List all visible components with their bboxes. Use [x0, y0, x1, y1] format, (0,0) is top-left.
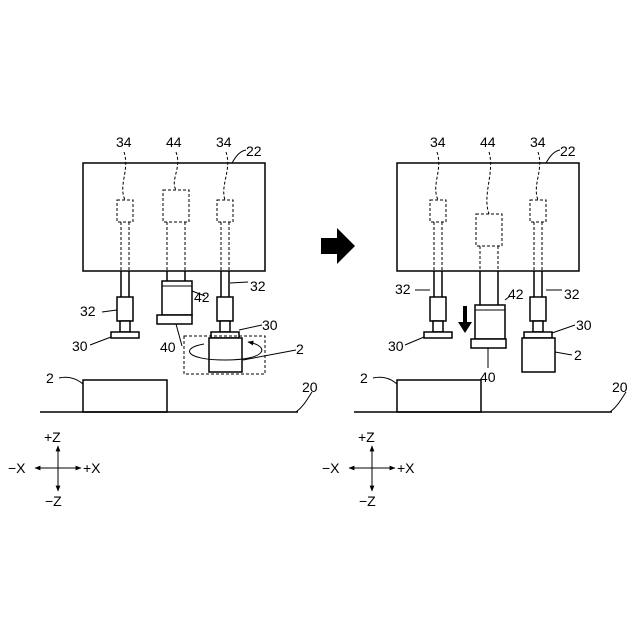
axis-plus-x: +X — [83, 460, 101, 476]
label-30b: 30 — [72, 338, 88, 354]
axis-minus-x: −X — [8, 460, 26, 476]
down-arrow-icon — [458, 306, 472, 333]
housing-box — [83, 163, 265, 271]
axis-minus-z: −Z — [45, 493, 62, 509]
label-42: 42 — [508, 286, 524, 302]
leader-44 — [174, 152, 177, 190]
axis-minus-z: −Z — [359, 493, 376, 509]
holder-30-left — [111, 332, 139, 338]
label-34a: 34 — [116, 134, 132, 150]
motor-34b — [217, 200, 233, 222]
label-20: 20 — [302, 379, 318, 395]
label-32a: 32 — [80, 303, 96, 319]
label-44: 44 — [166, 134, 182, 150]
motor-34b — [530, 200, 546, 222]
head-32-right — [530, 297, 546, 321]
leader-34b — [536, 152, 539, 200]
leader-44 — [487, 152, 491, 214]
plate-40 — [471, 339, 506, 348]
label-30a: 30 — [576, 317, 592, 333]
label-34a: 34 — [430, 134, 446, 150]
axis-plus-x: +X — [397, 460, 415, 476]
label-40: 40 — [160, 339, 176, 355]
axis-plus-z: +Z — [358, 429, 375, 445]
right-arrow-icon — [321, 228, 355, 264]
motor-34a — [430, 200, 446, 222]
label-20: 20 — [612, 379, 628, 395]
motor-44 — [163, 190, 189, 222]
label-30a: 30 — [262, 317, 278, 333]
motor-34a — [117, 200, 133, 222]
label-2a: 2 — [296, 341, 304, 357]
label-34b: 34 — [530, 134, 546, 150]
right-panel: 34 44 34 22 32 42 32 30 30 40 2 2 20 +Z … — [322, 134, 628, 509]
label-2b: 2 — [360, 370, 368, 386]
workpiece-held — [209, 338, 242, 372]
label-44: 44 — [480, 134, 496, 150]
workpiece-floor — [83, 380, 167, 412]
head-32-left — [430, 297, 446, 321]
axis-indicator: +Z −Z +X −X — [322, 429, 415, 509]
label-32a: 32 — [395, 281, 411, 297]
leader-22 — [232, 150, 246, 163]
label-32b: 32 — [564, 286, 580, 302]
holder-30-right — [211, 332, 239, 338]
holder-30-left — [424, 332, 452, 338]
workpiece-held — [522, 338, 555, 372]
label-32b: 32 — [250, 278, 266, 294]
label-2b: 2 — [46, 370, 54, 386]
left-panel: 34 44 34 22 32 42 32 30 30 40 2 2 20 +Z … — [8, 134, 318, 509]
label-40: 40 — [480, 369, 496, 385]
axis-minus-x: −X — [322, 460, 340, 476]
holder-30-right — [524, 332, 552, 338]
motor-44 — [476, 214, 502, 246]
head-32-left — [117, 297, 133, 321]
label-42: 42 — [194, 289, 210, 305]
label-22: 22 — [246, 143, 262, 159]
leader-34a — [436, 152, 439, 200]
label-2a: 2 — [574, 347, 582, 363]
leader-34a — [123, 152, 126, 200]
leader-22 — [546, 150, 560, 163]
axis-indicator: +Z −Z +X −X — [8, 429, 101, 509]
leader-34b — [224, 152, 228, 200]
plate-40 — [157, 315, 192, 324]
head-32-right — [217, 297, 233, 321]
axis-plus-z: +Z — [44, 429, 61, 445]
label-22: 22 — [560, 143, 576, 159]
label-30b: 30 — [388, 338, 404, 354]
housing-box — [397, 163, 579, 271]
label-34b: 34 — [216, 134, 232, 150]
workpiece-floor — [397, 380, 481, 412]
